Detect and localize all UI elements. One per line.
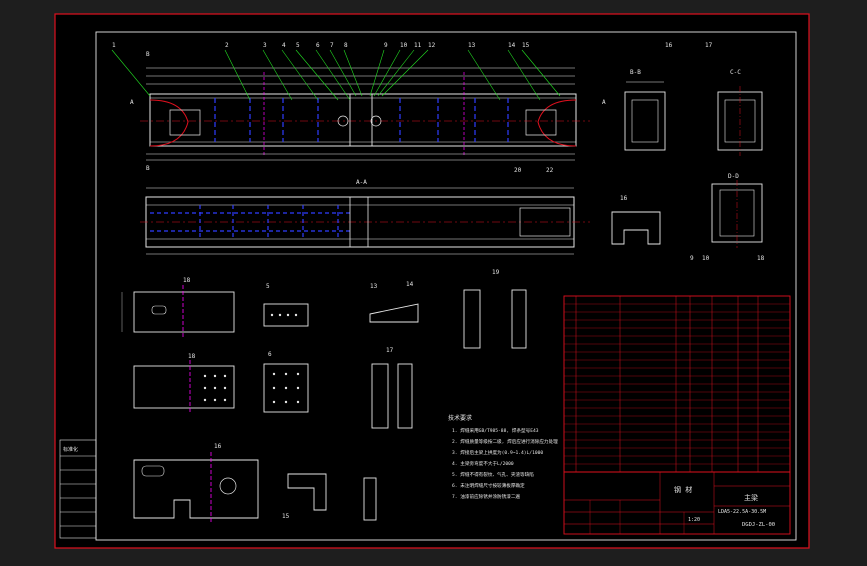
note-line: 2. 焊缝质量等级按二级, 焊后应进行消除应力处理 [452,438,558,445]
note-line: 3. 焊接后主梁上拱度为(0.9~1.4)L/1000 [452,449,543,456]
label-detail-5: 5 [266,283,270,290]
detail-small-bottom [363,477,377,521]
label-detail-18: 18 [183,277,191,284]
title-block-title: 主梁 [744,493,758,502]
detail-plate-16 [133,452,259,524]
callout-7: 7 [330,42,334,49]
label-detail-18c: 18 [757,255,765,262]
callout-17: 17 [705,42,713,49]
callout-3: 3 [263,42,267,49]
detail-plate-18b [133,360,235,414]
callout-6: 6 [316,42,320,49]
label-detail-14: 14 [406,281,414,288]
title-block-subtitle: LDA5-22.5A-30.5M [718,509,766,515]
main-beam-elevation [111,49,590,161]
technical-notes: 技术要求 1. 焊缝采用GB/T985-88, 焊条型号E43 2. 焊缝质量等级… [448,414,558,500]
label-detail-6: 6 [268,351,272,358]
note-line: 6. 未注明焊缝尺寸按较薄板厚确定 [452,482,525,489]
label-detail-19: 19 [492,269,500,276]
detail-13-14 [369,303,419,323]
left-stamp-title: 标准化 [63,446,78,453]
callout-13: 13 [468,42,476,49]
label-section-bb: B-B [630,69,641,76]
callout-1: 1 [112,42,116,49]
callout-8: 8 [344,42,348,49]
callout-2: 2 [225,42,229,49]
detail-19 [463,289,527,349]
callout-4: 4 [282,42,286,49]
callout-12: 12 [428,42,436,49]
callout-10: 10 [400,42,408,49]
callout-11: 11 [414,42,422,49]
label-detail-16: 16 [214,443,222,450]
label-detail-20: 20 [514,167,522,174]
title-block: 钢 材 主梁 LDA5-22.5A-30.5M DGDJ-ZL-00 1:20 [563,471,791,535]
label-detail-10: 10 [702,255,710,262]
label-detail-17: 17 [386,347,394,354]
label-section-dd: D-D [728,173,739,180]
label-section-cc: C-C [730,69,741,76]
title-block-part-label: 钢 材 [674,485,692,494]
detail-5 [263,303,309,327]
callout-5: 5 [296,42,300,49]
detail-16-top [611,211,661,245]
callout-15: 15 [522,42,530,49]
section-dd [711,180,763,248]
label-section-aa: A-A [356,179,367,186]
label-b-top: B [146,51,150,58]
plan-view-aa [140,187,590,255]
section-bb [624,81,666,151]
callout-16: 16 [665,42,673,49]
inner-frame [95,31,797,541]
label-detail-18b: 18 [188,353,196,360]
left-stamp-block: 标准化 [59,439,97,539]
detail-15 [287,473,327,511]
detail-6 [263,363,309,413]
label-b-bottom: B [146,165,150,172]
note-line: 4. 主梁旁弯度不大于L/2000 [452,460,514,467]
label-a-right: A [602,99,606,106]
label-detail-13: 13 [370,283,378,290]
title-block-scale: 1:20 [688,517,700,523]
note-line: 1. 焊缝采用GB/T985-88, 焊条型号E43 [452,427,539,434]
callout-9: 9 [384,42,388,49]
label-a-left: A [130,99,134,106]
notes-title: 技术要求 [448,414,472,422]
section-cc [717,86,763,156]
detail-plate-18 [121,285,235,338]
label-detail-15: 15 [282,513,290,520]
label-detail-22: 22 [546,167,554,174]
note-line: 7. 油漆前应除锈并涂防锈漆二遍 [452,493,520,500]
label-detail-16b: 16 [620,195,628,202]
detail-17 [371,363,413,429]
title-block-drawing-no: DGDJ-ZL-00 [742,522,775,528]
callout-14: 14 [508,42,516,49]
label-detail-9: 9 [690,255,694,262]
sheet-border [54,13,810,549]
note-line: 5. 焊缝不得有裂纹、气孔、夹渣等缺陷 [452,471,534,478]
